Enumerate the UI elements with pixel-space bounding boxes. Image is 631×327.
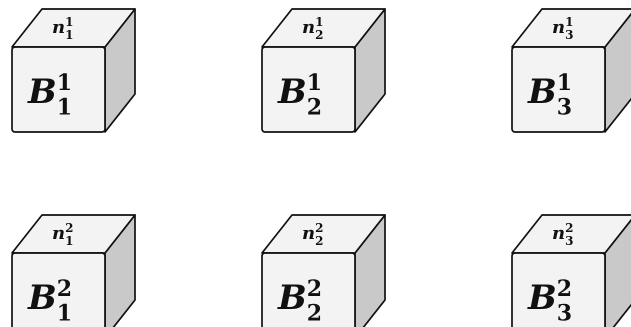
superscript: 2	[315, 221, 323, 235]
subscript: 2	[307, 301, 322, 327]
superscript: 2	[557, 276, 572, 302]
subscript: 2	[307, 95, 322, 121]
variable-symbol: n	[52, 223, 65, 244]
variable-symbol: n	[552, 223, 565, 244]
superscript: 1	[557, 70, 572, 96]
subscript: 1	[65, 28, 73, 42]
subscript: 3	[565, 28, 573, 42]
superscript: 1	[307, 70, 322, 96]
variable-symbol: B	[277, 72, 307, 112]
variable-symbol: n	[302, 17, 315, 38]
subscript: 1	[57, 95, 72, 121]
variable-symbol: B	[527, 72, 557, 112]
subscript: 1	[57, 301, 72, 327]
subscript: 3	[557, 95, 572, 121]
superscript: 1	[57, 70, 72, 96]
variable-symbol: B	[27, 278, 57, 318]
subscript: 3	[557, 301, 572, 327]
superscript: 2	[65, 221, 73, 235]
subscript: 2	[315, 234, 323, 248]
superscript: 2	[307, 276, 322, 302]
subscript: 2	[315, 28, 323, 42]
variable-symbol: n	[552, 17, 565, 38]
superscript: 2	[57, 276, 72, 302]
subscript: 1	[65, 234, 73, 248]
variable-symbol: n	[52, 17, 65, 38]
subscript: 3	[565, 234, 573, 248]
variable-symbol: n	[302, 223, 315, 244]
superscript: 1	[315, 15, 323, 29]
superscript: 2	[565, 221, 573, 235]
variable-symbol: B	[277, 278, 307, 318]
superscript: 1	[565, 15, 573, 29]
superscript: 1	[65, 15, 73, 29]
variable-symbol: B	[27, 72, 57, 112]
variable-symbol: B	[527, 278, 557, 318]
